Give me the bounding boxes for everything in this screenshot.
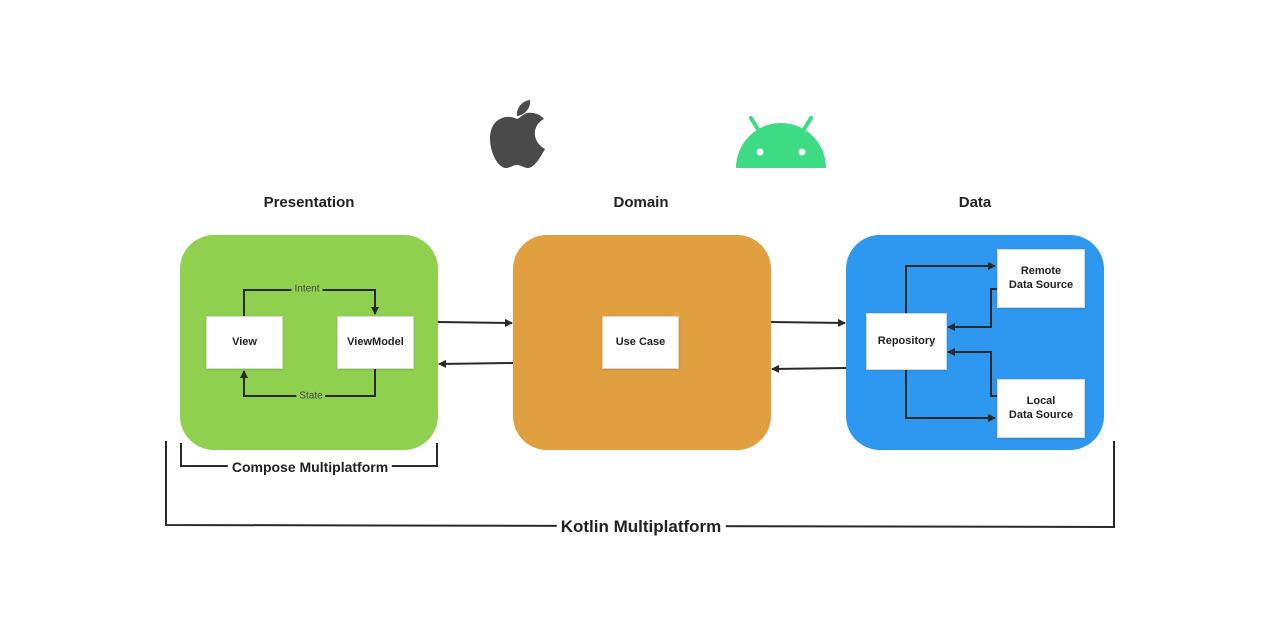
data-to-domain-arrow xyxy=(771,364,847,373)
remote-to-repository-arrow xyxy=(947,288,997,331)
apple-logo-icon xyxy=(490,100,545,168)
viewmodel-node-label: ViewModel xyxy=(347,335,404,348)
view-node-label: View xyxy=(232,335,257,348)
kotlin-bracket xyxy=(165,441,1115,529)
repository-to-local-arrow xyxy=(905,369,996,422)
domain-title: Domain xyxy=(613,194,669,211)
remote-data-source-node: Remote Data Source xyxy=(997,249,1085,308)
view-node: View xyxy=(206,316,283,369)
repository-node: Repository xyxy=(866,313,947,370)
repository-to-remote-arrow xyxy=(905,262,996,313)
presentation-title: Presentation xyxy=(263,194,355,211)
use-case-node: Use Case xyxy=(602,316,679,369)
domain-to-data-arrow xyxy=(770,318,846,327)
repository-node-label: Repository xyxy=(877,334,936,347)
android-logo-icon xyxy=(736,116,826,168)
state-label: State xyxy=(296,390,326,402)
use-case-node-label: Use Case xyxy=(615,335,666,348)
local-data-source-label: Local Data Source xyxy=(1008,395,1074,421)
intent-label: Intent xyxy=(291,283,323,295)
local-data-source-node: Local Data Source xyxy=(997,379,1085,438)
remote-data-source-label: Remote Data Source xyxy=(1008,265,1074,291)
presentation-to-domain-arrow xyxy=(437,318,513,327)
local-to-repository-arrow xyxy=(947,348,997,397)
viewmodel-node: ViewModel xyxy=(337,316,414,369)
domain-to-presentation-arrow xyxy=(438,359,514,368)
kotlin-multiplatform-label: Kotlin Multiplatform xyxy=(556,517,726,537)
compose-multiplatform-label: Compose Multiplatform xyxy=(227,459,393,475)
data-title: Data xyxy=(958,194,992,211)
